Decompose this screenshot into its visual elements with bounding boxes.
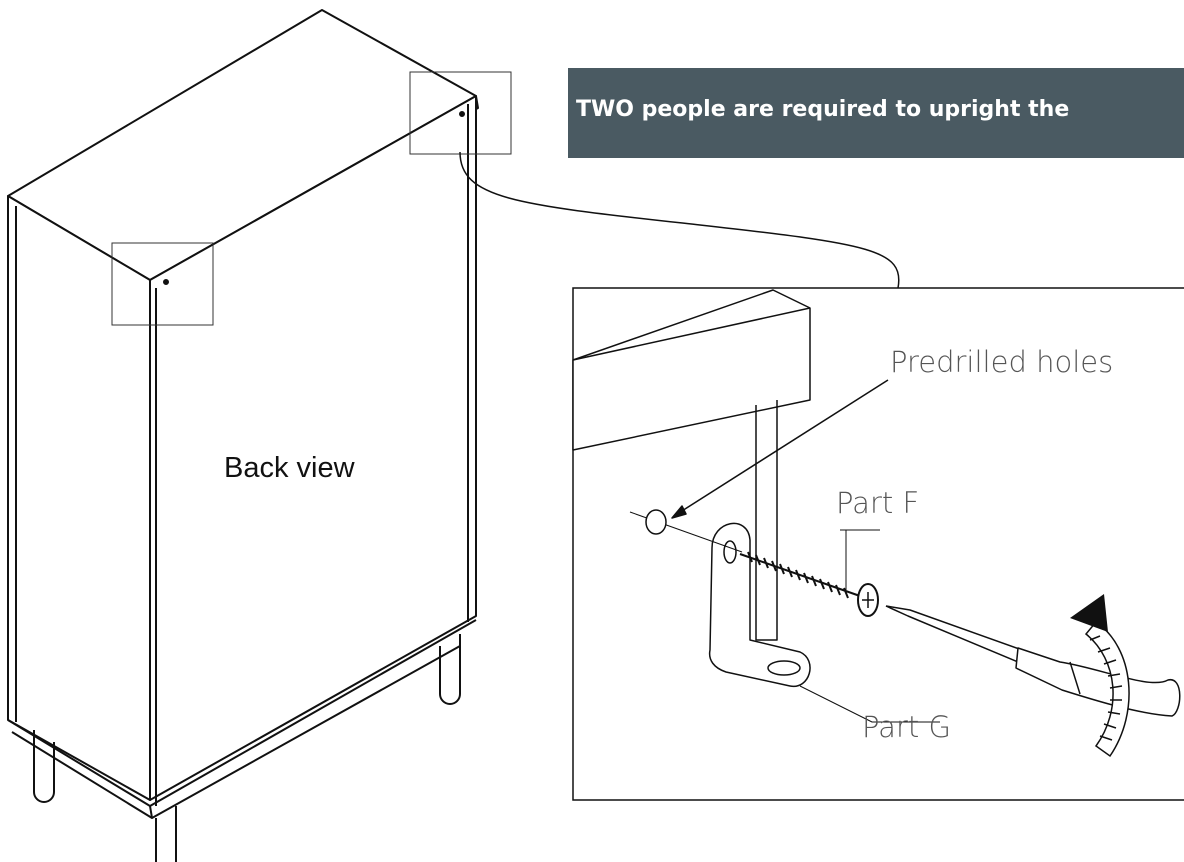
screwdriver-grip-line	[1070, 662, 1080, 694]
cabinet-leg-front	[156, 806, 176, 862]
screwdriver-tip-lower	[886, 606, 1018, 662]
bracket-hole-vertical	[724, 541, 736, 563]
screw-shaft	[740, 554, 860, 596]
cabinet-back-panel	[150, 96, 476, 800]
rotation-hatching	[1090, 636, 1122, 740]
detail-content	[573, 290, 1180, 722]
screwdriver-tip	[886, 606, 1022, 650]
callout-box-left	[112, 243, 213, 325]
screw-thread	[748, 552, 848, 598]
predrilled-hole-mark-right	[460, 112, 464, 116]
detail-side-panel	[756, 400, 777, 640]
predrilled-holes-arrowhead	[672, 506, 686, 518]
rotation-arc	[1086, 622, 1129, 756]
rotation-arrowhead	[1070, 594, 1108, 632]
part-f-label: Part F	[836, 486, 920, 520]
bracket-part-g	[710, 523, 810, 686]
predrilled-holes-pointer	[674, 380, 888, 516]
cabinet-leg-left	[34, 730, 54, 802]
warning-banner: TWO people are required to upright the	[568, 68, 1184, 158]
detail-top-panel-edge	[573, 308, 810, 360]
screw-cross	[862, 592, 874, 608]
cabinet-leg-right	[440, 634, 460, 704]
predrilled-hole-mark-left	[164, 280, 168, 284]
detail-top-panel	[573, 290, 810, 450]
predrilled-hole	[646, 510, 666, 534]
warning-banner-text: TWO people are required to upright the	[576, 97, 1070, 122]
cabinet-base-corner	[150, 806, 152, 818]
part-g-leader	[800, 686, 940, 722]
rotate-clockwise-arrow-icon	[1070, 594, 1129, 756]
cabinet-left-side	[8, 196, 150, 800]
predrilled-holes-label: Predrilled holes	[890, 345, 1114, 379]
bracket-hole-horizontal	[768, 661, 800, 675]
callout-connector	[460, 152, 899, 288]
cabinet	[8, 10, 478, 862]
back-view-label: Back view	[224, 452, 355, 484]
part-g-label: Part G	[862, 710, 951, 744]
